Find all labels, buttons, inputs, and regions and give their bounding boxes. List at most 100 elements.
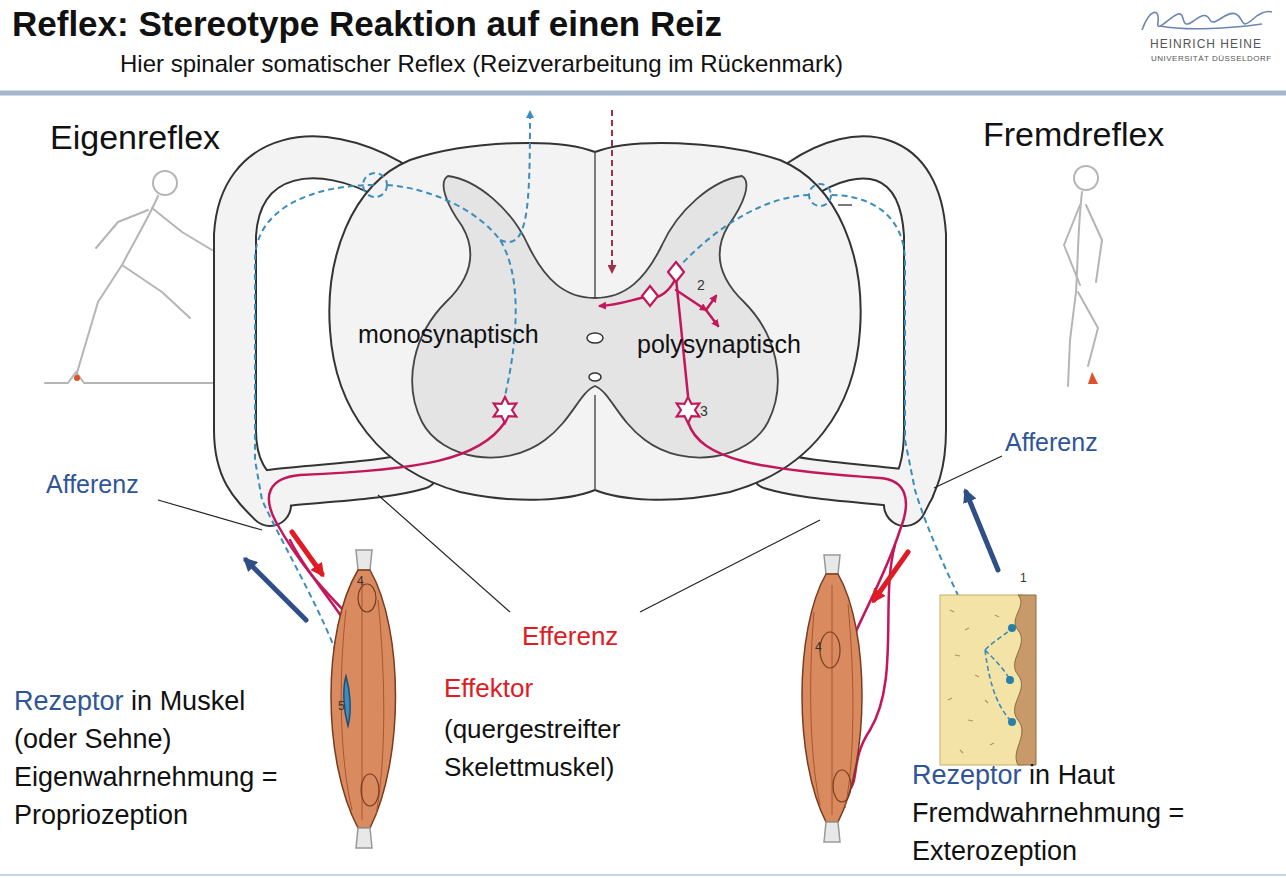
callout-number: 4 bbox=[357, 575, 364, 589]
leader-line bbox=[158, 500, 262, 530]
skeletal-muscle bbox=[361, 774, 379, 806]
standing-figure bbox=[1086, 205, 1102, 282]
skeletal-muscle bbox=[341, 580, 384, 820]
skeletal-muscle bbox=[331, 570, 396, 828]
skeletal-muscle bbox=[358, 584, 376, 612]
afferent-fibre bbox=[831, 195, 985, 650]
direction-arrow bbox=[874, 552, 908, 600]
running-figure bbox=[122, 265, 190, 318]
spinal-cord bbox=[594, 395, 596, 490]
skeletal-muscle bbox=[331, 550, 862, 848]
callout-number: 5 bbox=[338, 700, 345, 714]
afferent-fibre bbox=[809, 184, 831, 206]
skeletal-muscle bbox=[802, 574, 862, 822]
callout-number: 3 bbox=[700, 403, 708, 419]
direction-arrow bbox=[246, 560, 306, 620]
receptor-text-block: Rezeptorin Haut Fremdwahrnehmung = Exter… bbox=[912, 756, 1212, 870]
callout-number: 4 bbox=[815, 641, 822, 655]
spinal-cord bbox=[329, 143, 860, 500]
neuron bbox=[677, 397, 700, 423]
direction-arrow bbox=[292, 532, 322, 574]
efferent-fibre bbox=[706, 296, 716, 310]
skin-section bbox=[985, 628, 1012, 722]
header-rule bbox=[0, 93, 1286, 875]
neuron bbox=[494, 397, 517, 423]
skeletal-muscle bbox=[811, 585, 853, 815]
skin-section bbox=[940, 595, 1036, 765]
skeletal-muscle bbox=[356, 828, 372, 848]
callout-number: 2 bbox=[697, 277, 705, 293]
pathway-label: monosynaptisch bbox=[358, 320, 539, 349]
afferent-fibre bbox=[500, 112, 530, 242]
leader-line bbox=[158, 205, 1002, 612]
leader-line bbox=[640, 520, 820, 612]
spinal-cord bbox=[587, 333, 603, 343]
afferent-fibre bbox=[678, 195, 809, 268]
running-figure bbox=[76, 265, 122, 376]
direction-arrow bbox=[966, 492, 998, 570]
skin-section bbox=[1008, 718, 1016, 726]
descending-pathway bbox=[611, 110, 613, 272]
university-logo bbox=[1142, 11, 1272, 30]
leader-line bbox=[378, 495, 510, 612]
standing-figure bbox=[1074, 166, 1098, 190]
direction-arrow bbox=[246, 492, 998, 620]
skin-section bbox=[1015, 595, 1036, 765]
neuron bbox=[668, 262, 684, 282]
standing-figure bbox=[1064, 166, 1102, 386]
leader-line bbox=[934, 456, 1002, 488]
afferent-fibre bbox=[363, 173, 387, 197]
running-figure bbox=[153, 171, 177, 195]
afferent-fibre bbox=[255, 112, 985, 700]
subtitle: Hier spinaler somatischer Reflex (Reizve… bbox=[120, 50, 843, 78]
afferent-label: Afferenz bbox=[1005, 428, 1098, 457]
skeletal-muscle bbox=[824, 822, 840, 842]
efferent-fibre bbox=[688, 422, 906, 640]
logo-text: HEINRICH HEINE bbox=[1150, 38, 1262, 52]
efferent-label: Efferenz bbox=[522, 622, 618, 652]
callout-number: 1 bbox=[1020, 572, 1027, 586]
afferent-fibre bbox=[387, 185, 516, 396]
university-logo bbox=[1160, 24, 1262, 29]
spinal-cord bbox=[594, 152, 596, 300]
skeletal-muscle bbox=[824, 555, 840, 574]
header-rule bbox=[0, 874, 1286, 876]
effector-description: (quergestreifter Skelettmuskel) bbox=[444, 710, 676, 786]
leader-line bbox=[838, 204, 852, 205]
receptor-label: Rezeptor bbox=[912, 760, 1022, 790]
afferent-label: Afferenz bbox=[46, 470, 139, 499]
effector-label: Effektor bbox=[444, 674, 533, 704]
skin-section bbox=[940, 595, 1022, 765]
pathway-label: polysynaptisch bbox=[637, 330, 801, 359]
skeletal-muscle bbox=[344, 676, 350, 726]
efferent-fibre bbox=[706, 310, 718, 326]
skeletal-muscle bbox=[356, 550, 372, 570]
standing-figure bbox=[1068, 292, 1076, 386]
skin-section bbox=[1008, 624, 1016, 632]
efferent-fibre bbox=[269, 422, 505, 612]
spinal-cord bbox=[329, 143, 860, 500]
stimulus-tack bbox=[1088, 372, 1098, 384]
running-figure bbox=[45, 171, 220, 383]
running-figure bbox=[122, 196, 158, 265]
neuron bbox=[642, 286, 658, 306]
header-rule bbox=[0, 91, 1286, 96]
running-figure bbox=[96, 210, 148, 248]
running-figure bbox=[45, 372, 220, 383]
reflex-type: Fremdreflex bbox=[983, 115, 1164, 154]
slide-title: Reflex: Stereotype Reaktion auf einen Re… bbox=[12, 4, 722, 44]
skeletal-muscle bbox=[833, 770, 851, 802]
reflex-type: Eigenreflex bbox=[50, 118, 220, 157]
spinal-cord bbox=[589, 373, 601, 381]
logo-text: UNIVERSITÄT DÜSSELDORF bbox=[1151, 54, 1272, 63]
stimulus-point bbox=[74, 375, 80, 381]
spinal-cord bbox=[412, 176, 778, 458]
skin-section bbox=[1006, 676, 1014, 684]
running-figure bbox=[152, 208, 212, 250]
receptor-label: Rezeptor bbox=[14, 686, 124, 716]
standing-figure bbox=[1078, 292, 1098, 366]
receptor-text-block: Rezeptorin Muskel (oder Sehne) Eigenwahr… bbox=[14, 682, 304, 834]
standing-figure bbox=[1064, 205, 1080, 285]
university-logo bbox=[1142, 11, 1272, 30]
